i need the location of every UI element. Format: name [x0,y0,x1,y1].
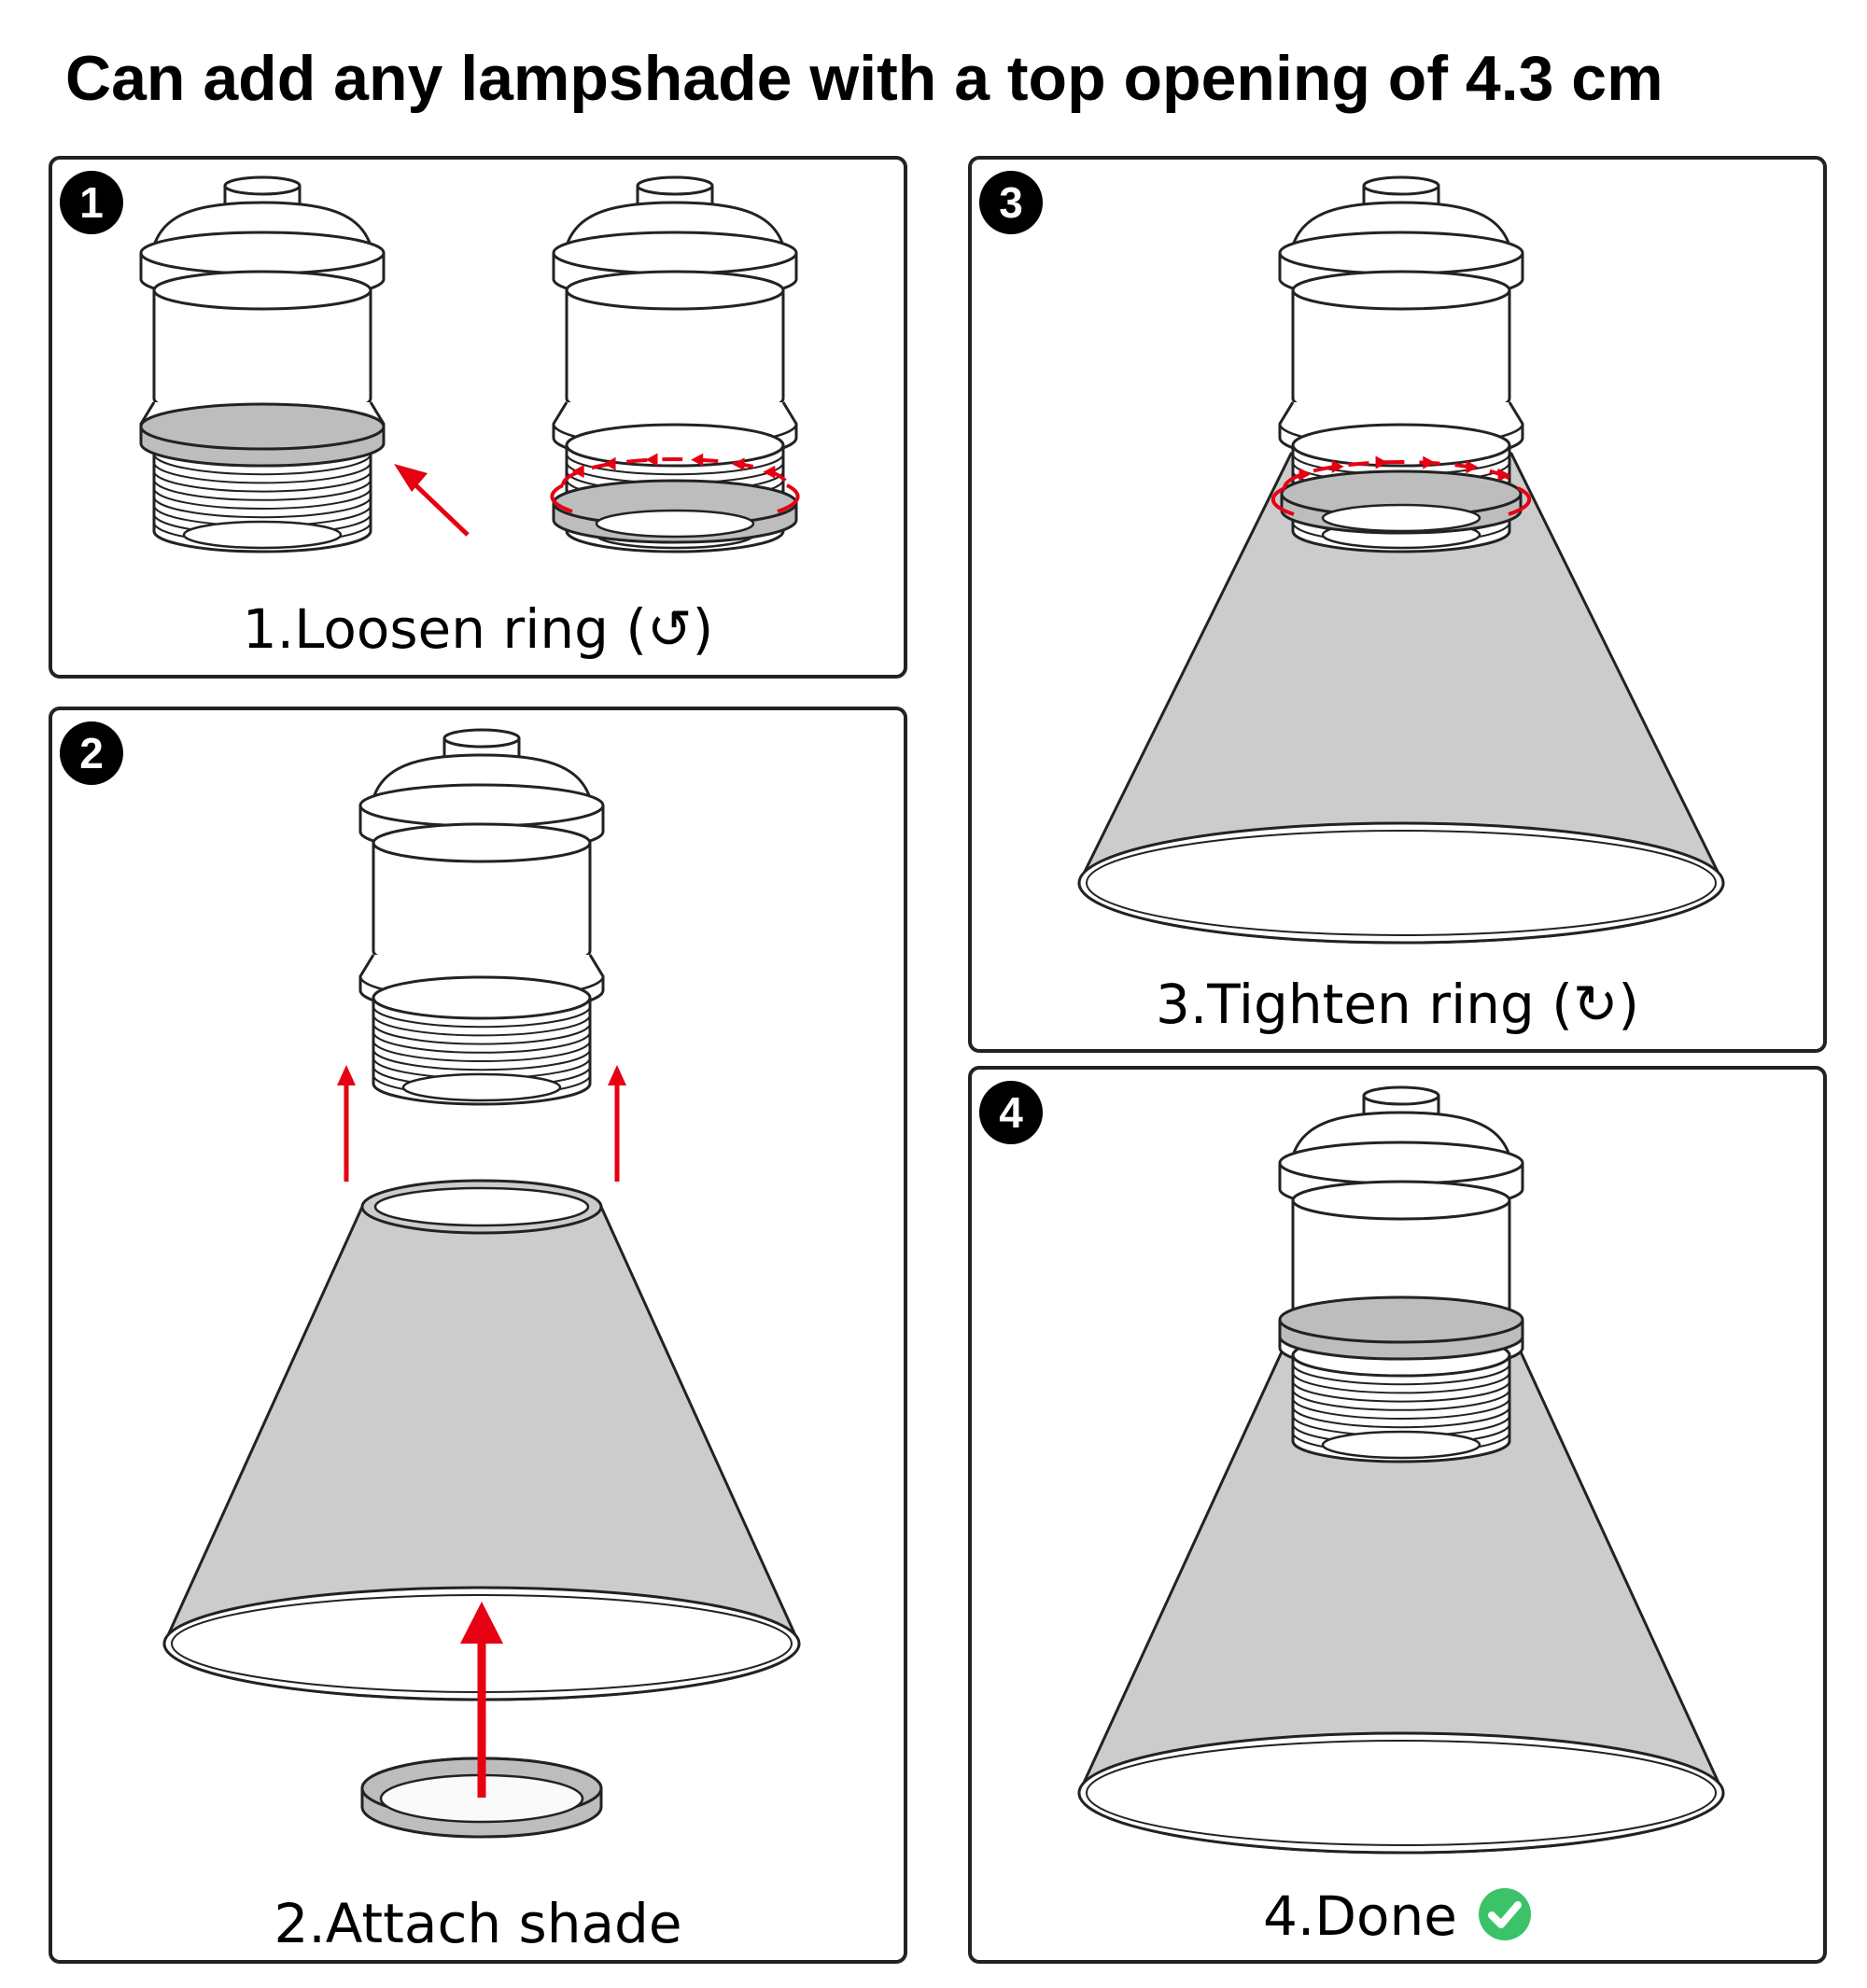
step-4-illustration [1077,1085,1725,1855]
step-2-illustration [162,728,801,1839]
step-2-badge: 2 [60,721,123,785]
step-4-panel: 4 4.Done [968,1066,1827,1964]
step-3-caption: 3.Tighten ring (↻) [1155,973,1640,1036]
step-4-badge: 4 [979,1081,1043,1144]
step-3-illustration [1077,175,1725,945]
lamp-socket [1278,1085,1524,1463]
rotate-arrows-icon [550,453,800,513]
step-2-caption: 2.Attach shade [274,1892,682,1955]
up-arrow-right-icon [608,1065,626,1182]
lamp-socket [358,728,605,1106]
step-1-badge: 1 [60,171,123,234]
rotate-arrows-icon [1270,455,1532,516]
step-3-badge: 3 [979,171,1043,234]
step-2-panel: 2 2.Attach shade [49,707,907,1964]
step-3-panel: 3 3.Tighten ring (↻) [968,156,1827,1053]
up-arrow-left-icon [337,1065,356,1182]
lampshade [1077,1334,1725,1855]
locking-ring [360,1757,603,1839]
page-title: Can add any lampshade with a top opening… [65,43,1663,114]
lamp-socket-right [552,175,798,553]
push-up-arrow-icon [460,1602,503,1798]
step-1-panel: 1 1.Loosen ring (↺) [49,156,907,679]
check-circle-icon [1478,1887,1531,1940]
step-4-caption: 4.Done [972,1883,1823,1949]
step-1-caption: 1.Loosen ring (↺) [242,597,714,661]
lampshade [1077,452,1725,945]
lamp-socket-left [139,175,386,553]
pointer-arrow-icon [394,464,470,537]
step-1-illustration [139,175,800,553]
lamp-socket [1278,175,1524,553]
step-4-caption-text: 4.Done [1263,1884,1457,1948]
